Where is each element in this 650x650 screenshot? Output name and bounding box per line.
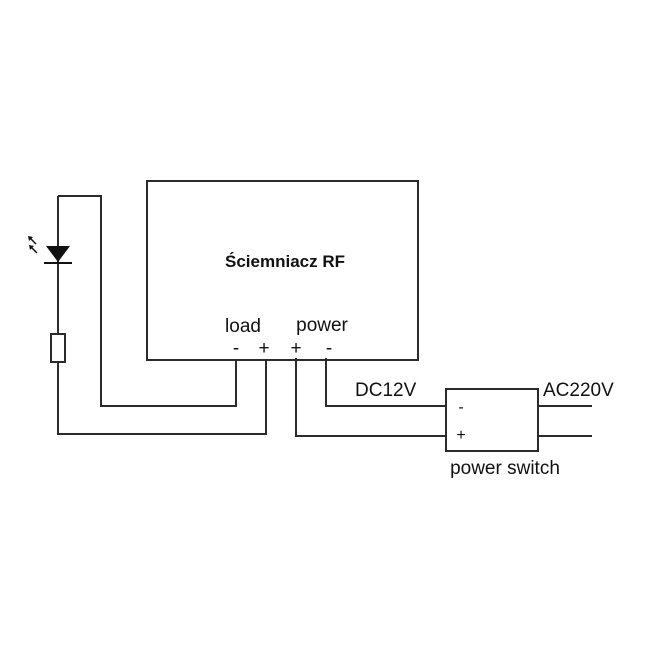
load-wire-lower	[57, 196, 267, 435]
power-plus-terminal: +	[290, 338, 301, 359]
led-icon	[28, 236, 72, 264]
power-switch-minus: -	[458, 399, 463, 416]
load-plus-terminal: +	[258, 338, 269, 359]
power-minus-terminal: -	[326, 338, 332, 359]
power-label: power	[296, 315, 348, 336]
load-label: load	[225, 316, 261, 337]
load-minus-terminal: -	[233, 338, 239, 359]
resistor-icon	[50, 333, 66, 363]
dc12v-label: DC12V	[355, 380, 417, 401]
dimmer-box	[146, 180, 419, 361]
power-circuit	[295, 358, 592, 437]
load-wire-upper	[58, 195, 237, 407]
power-plus-wire	[295, 358, 446, 437]
power-switch-label: power switch	[450, 458, 560, 479]
dimmer-title: Ściemniacz RF	[225, 252, 345, 271]
load-circuit	[28, 195, 267, 435]
power-minus-wire	[325, 358, 446, 407]
power-switch-plus: +	[456, 427, 465, 444]
power-switch-box	[445, 388, 539, 452]
ac220v-label: AC220V	[543, 380, 614, 401]
